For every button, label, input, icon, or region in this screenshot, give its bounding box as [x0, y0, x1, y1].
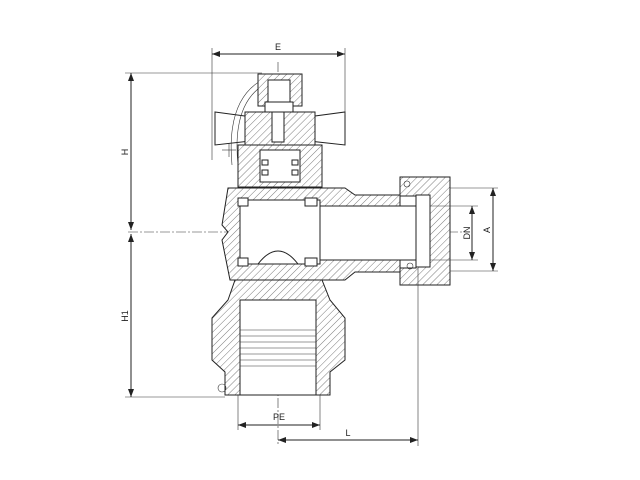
dim-label-e: E: [275, 42, 281, 52]
dim-label-l: L: [345, 428, 350, 438]
handle: [214, 73, 346, 166]
dim-label-a: A: [482, 227, 492, 233]
bonnet: [237, 144, 323, 188]
dim-label-pe: PE: [273, 412, 285, 422]
dim-label-h: H: [120, 149, 130, 156]
lower-connection: [211, 279, 346, 396]
dim-label-h1: H1: [120, 310, 130, 322]
dimension-lines: [125, 48, 498, 446]
dim-label-dn: DN: [462, 227, 472, 240]
valve-body: [221, 187, 417, 281]
union-nut: [399, 176, 451, 286]
